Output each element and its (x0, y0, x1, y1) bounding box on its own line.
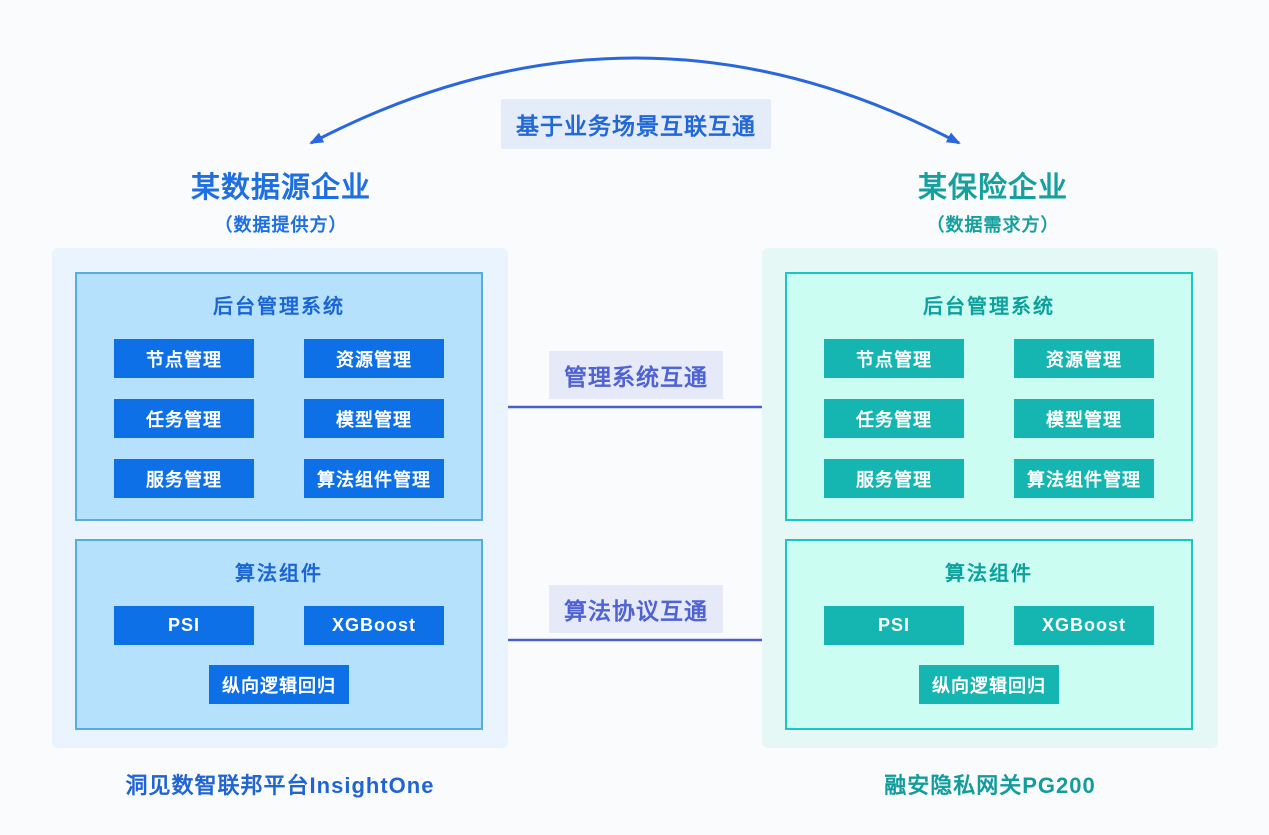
right-platform-panel: 后台管理系统 节点管理 资源管理 任务管理 模型管理 服务管理 算法组件管理 算… (762, 248, 1218, 748)
right-chip-resource-management: 资源管理 (1014, 339, 1154, 378)
right-chip-model-management: 模型管理 (1014, 399, 1154, 438)
left-org-subtitle: （数据提供方） (214, 215, 348, 235)
left-chip-xgboost: XGBoost (304, 606, 444, 645)
right-chip-service-management: 服务管理 (824, 459, 964, 498)
right-chip-task-management: 任务管理 (824, 399, 964, 438)
right-chip-psi: PSI (824, 606, 964, 645)
left-chip-service-management: 服务管理 (114, 459, 254, 498)
management-interop-label: 管理系统互通 (549, 351, 723, 399)
left-chip-node-management: 节点管理 (114, 339, 254, 378)
left-org-title: 某数据源企业 (190, 172, 371, 204)
right-management-box-title: 后台管理系统 (923, 296, 1055, 318)
right-org-subtitle: （数据需求方） (926, 215, 1060, 235)
left-chip-psi: PSI (114, 606, 254, 645)
right-chip-xgboost: XGBoost (1014, 606, 1154, 645)
left-algorithm-box-title: 算法组件 (235, 563, 323, 585)
right-chip-algorithm-component-management: 算法组件管理 (1014, 459, 1154, 498)
right-platform-caption: 融安隐私网关PG200 (884, 773, 1096, 798)
left-platform-caption: 洞见数智联邦平台InsightOne (125, 773, 435, 798)
left-management-box-title: 后台管理系统 (213, 296, 345, 318)
right-algorithm-components-box: 算法组件 PSI XGBoost 纵向逻辑回归 (785, 539, 1193, 730)
left-management-system-box: 后台管理系统 节点管理 资源管理 任务管理 模型管理 服务管理 算法组件管理 (75, 272, 483, 521)
left-platform-panel: 后台管理系统 节点管理 资源管理 任务管理 模型管理 服务管理 算法组件管理 算… (52, 248, 508, 748)
scenario-connector-label: 基于业务场景互联互通 (501, 99, 771, 149)
right-management-system-box: 后台管理系统 节点管理 资源管理 任务管理 模型管理 服务管理 算法组件管理 (785, 272, 1193, 521)
left-chip-vertical-logistic-regression: 纵向逻辑回归 (209, 665, 349, 704)
algorithm-interop-label: 算法协议互通 (549, 585, 723, 633)
left-chip-resource-management: 资源管理 (304, 339, 444, 378)
left-chip-task-management: 任务管理 (114, 399, 254, 438)
left-org-header: 某数据源企业 （数据提供方） (121, 172, 441, 237)
right-org-header: 某保险企业 （数据需求方） (833, 172, 1153, 237)
right-algorithm-box-title: 算法组件 (945, 563, 1033, 585)
right-chip-node-management: 节点管理 (824, 339, 964, 378)
left-chip-model-management: 模型管理 (304, 399, 444, 438)
left-algorithm-components-box: 算法组件 PSI XGBoost 纵向逻辑回归 (75, 539, 483, 730)
left-chip-algorithm-component-management: 算法组件管理 (304, 459, 444, 498)
right-org-title: 某保险企业 (917, 172, 1068, 204)
right-chip-vertical-logistic-regression: 纵向逻辑回归 (919, 665, 1059, 704)
